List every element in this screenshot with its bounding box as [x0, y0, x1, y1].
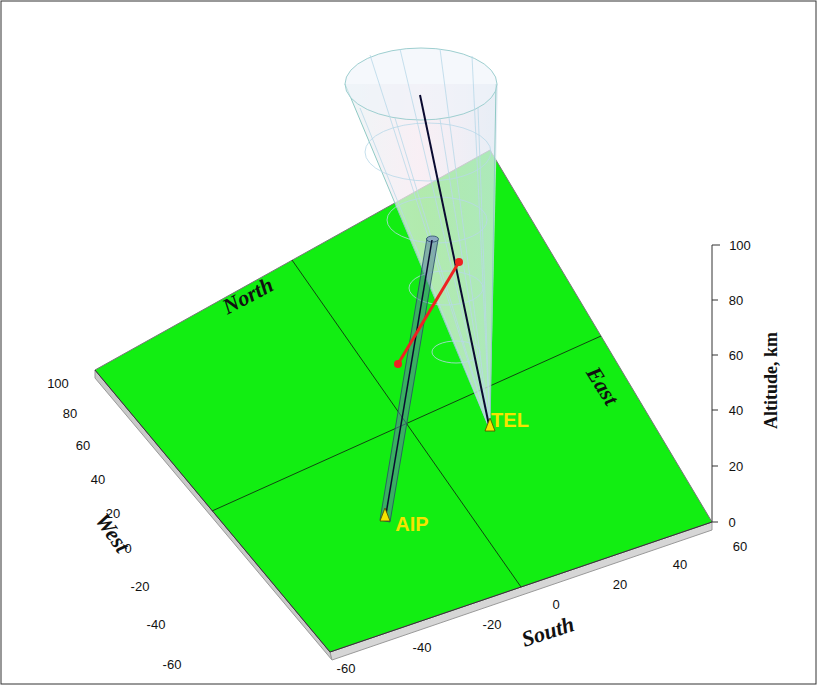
tick-number: 20 — [729, 459, 743, 474]
tick-number: 80 — [63, 406, 77, 421]
tick-number: 60 — [729, 348, 743, 363]
axis-label: Altitude, km — [761, 331, 782, 428]
station-label: TEL — [491, 409, 529, 432]
tick-number: 20 — [613, 577, 627, 592]
tick-number: 60 — [733, 539, 747, 554]
axis-label: South — [518, 611, 577, 652]
tick-number: 100 — [47, 376, 69, 391]
tick-number: -20 — [483, 617, 502, 632]
tick-number: 0 — [728, 515, 735, 530]
tick-number: 80 — [729, 293, 743, 308]
tick-number: 0 — [552, 597, 559, 612]
tick-number: 40 — [729, 403, 743, 418]
tick-number: -20 — [131, 579, 150, 594]
tick-number: -40 — [413, 640, 432, 655]
tick-number: -60 — [337, 661, 356, 676]
tick-number: -40 — [147, 617, 166, 632]
tick-number: 100 — [729, 238, 751, 253]
tick-number: 40 — [673, 557, 687, 572]
station-label: AIP — [395, 513, 428, 536]
tick-number: -60 — [163, 657, 182, 672]
tick-number: 60 — [76, 438, 90, 453]
tick-number: 40 — [91, 472, 105, 487]
